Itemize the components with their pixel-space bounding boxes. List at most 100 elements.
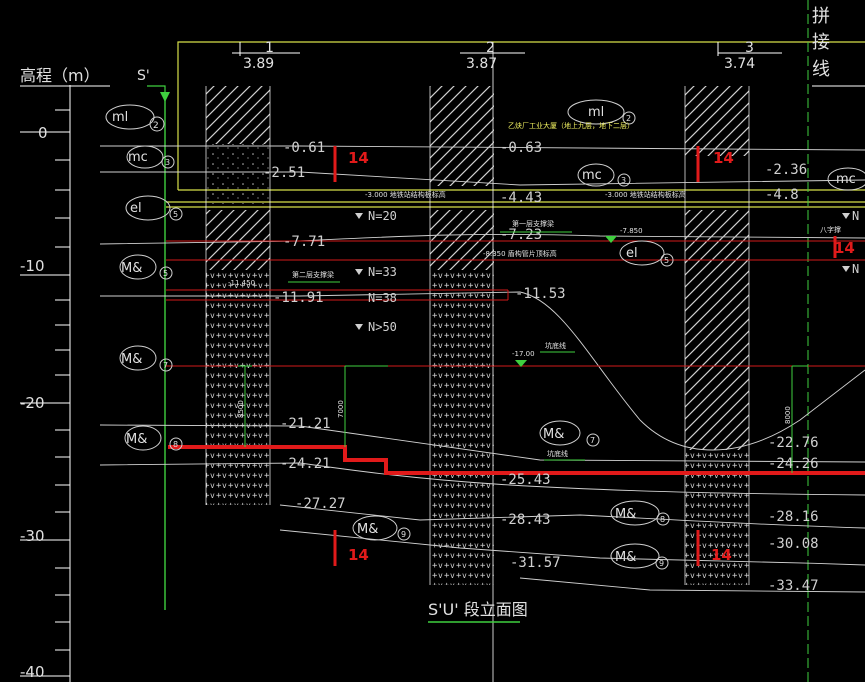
elev-e12: -24.21 xyxy=(280,456,331,472)
spt-n5: N xyxy=(852,209,859,223)
layer-ml-mid-sub: 2 xyxy=(626,114,631,123)
splice-char-2: 接 xyxy=(812,32,830,53)
elev-e18: -24.26 xyxy=(768,456,819,472)
elev-e19: -28.16 xyxy=(768,509,819,525)
section-cut-label-3: 14 xyxy=(348,546,369,564)
annotation-elev-7850: -7.850 xyxy=(620,227,643,235)
layer-ma-mid7: M& xyxy=(543,427,564,442)
layer-el: el xyxy=(130,201,142,216)
layer-mc-sub: 3 xyxy=(165,158,170,167)
elev-e7: -7.71 xyxy=(283,234,325,250)
dimension-7000: 7000 xyxy=(337,400,345,418)
borehole-1-depth: 3.89 xyxy=(243,56,274,72)
layer-ma-mid9-sub: 9 xyxy=(401,530,406,539)
drawing-title: S'U' 段立面图 xyxy=(428,600,528,619)
layer-ma-mid7-sub: 7 xyxy=(590,436,595,445)
borehole-2-number: 2 xyxy=(486,40,495,56)
elev-e11: -21.21 xyxy=(280,416,331,432)
layer-el-mid: el xyxy=(626,246,638,261)
dimension-lines xyxy=(238,365,808,473)
elev-e3: -0.63 xyxy=(500,140,542,156)
layer-ma7-sub: 7 xyxy=(163,361,168,370)
annotation-elev-11450: -11.450 xyxy=(228,279,255,287)
spt-n1: N=20 xyxy=(368,209,397,223)
annotation-shield: -8.350 盾构管片顶标高 xyxy=(483,249,557,258)
layer-ma5: M& xyxy=(121,261,142,276)
section-cut-label-2: 14 xyxy=(713,149,734,167)
tick-0: 0 xyxy=(38,124,48,142)
layer-ma-r8: M& xyxy=(615,507,636,522)
elev-e15: -28.43 xyxy=(500,512,551,528)
stratum-lines xyxy=(99,145,865,593)
splice-char-3: 线 xyxy=(812,59,830,80)
spt-n2: N=33 xyxy=(368,265,397,279)
tick-10: -10 xyxy=(20,257,45,275)
annotation-pit-line-2: 坑底线 xyxy=(547,449,568,458)
borehole-1-number: 1 xyxy=(265,40,274,56)
elev-e16: -31.57 xyxy=(510,555,561,571)
layer-mc-mid-sub: 3 xyxy=(621,176,626,185)
annotation-diagonal-strut: 八字撑 xyxy=(820,225,841,234)
borehole-1 xyxy=(205,42,300,505)
elevation-axis xyxy=(20,85,110,682)
layer-ml-mid: ml xyxy=(588,105,604,120)
section-cuts xyxy=(333,146,837,566)
dimension-8000: 8000 xyxy=(784,406,792,424)
layer-ma-mid9: M& xyxy=(357,522,378,537)
spt-n6: N xyxy=(852,262,859,276)
elev-e5: -4.43 xyxy=(500,190,542,206)
elev-e10: -11.53 xyxy=(515,286,566,302)
annotation-elev-17: -17.00 xyxy=(512,350,535,358)
layer-ma-r9-sub: 9 xyxy=(659,559,664,568)
annotation-slab-2: -3.000 地铁站结构板标高 xyxy=(605,190,686,199)
pit-bottom-line xyxy=(168,445,865,475)
layer-mc-mid: mc xyxy=(582,168,602,183)
layer-el-mid-sub: 5 xyxy=(664,256,669,265)
annotation-slab-1: -3.000 地铁站结构板标高 xyxy=(365,190,446,199)
elev-e21: -33.47 xyxy=(768,578,819,594)
layer-mc: mc xyxy=(128,150,148,165)
section-cut-label-4: 14 xyxy=(711,546,732,564)
section-cut-label-5: 14 xyxy=(834,239,855,257)
borehole-2 xyxy=(429,42,525,682)
borehole-3-depth: 3.74 xyxy=(724,56,755,72)
layer-ma8-sub: 8 xyxy=(173,440,178,449)
elev-e17: -22.76 xyxy=(768,435,819,451)
elev-e1: -0.61 xyxy=(283,140,325,156)
layer-ma-r8-sub: 8 xyxy=(660,515,665,524)
layer-ma8: M& xyxy=(126,432,147,447)
layer-ml-left: ml xyxy=(112,110,128,125)
section-marker: S' xyxy=(137,68,150,84)
layer-ma-r9: M& xyxy=(615,550,636,565)
layer-el-sub: 5 xyxy=(173,210,178,219)
annotation-pit-line-1: 坑底线 xyxy=(545,341,566,350)
elev-e20: -30.08 xyxy=(768,536,819,552)
tick-20: -20 xyxy=(20,394,45,412)
elev-e13: -27.27 xyxy=(295,496,346,512)
building-outline xyxy=(166,41,865,208)
layer-ml-left-sub: 2 xyxy=(153,121,159,131)
splice-char-1: 拼 xyxy=(812,6,830,27)
dimension-8500: 8500 xyxy=(237,400,245,418)
borehole-2-depth: 3.87 xyxy=(466,56,497,72)
annotation-building: 乙炔厂工业大厦（地上九层，地下二层） xyxy=(508,121,634,130)
tick-30: -30 xyxy=(20,527,45,545)
annotation-strut-2: 第二层支撑梁 xyxy=(292,270,334,279)
soil-layer-ellipses xyxy=(105,99,865,570)
support-lines xyxy=(166,240,865,367)
borehole-3-number: 3 xyxy=(745,40,754,56)
spt-n3: N=38 xyxy=(368,291,397,305)
elevation-axis-label: 高程（m） xyxy=(20,66,100,85)
section-cut-label-1: 14 xyxy=(348,149,369,167)
elev-e9: -11.91 xyxy=(273,290,324,306)
elev-e14: -25.43 xyxy=(500,472,551,488)
layer-mc-right: mc xyxy=(836,172,856,187)
elev-e4: -2.36 xyxy=(765,162,807,178)
layer-ma7: M& xyxy=(121,352,142,367)
tick-40: -40 xyxy=(20,663,45,681)
elev-e8: -7.23 xyxy=(500,227,542,243)
spt-n4: N>50 xyxy=(368,320,397,334)
elev-e2: -2.51 xyxy=(263,165,305,181)
elev-e6: -4.8 xyxy=(765,187,799,203)
